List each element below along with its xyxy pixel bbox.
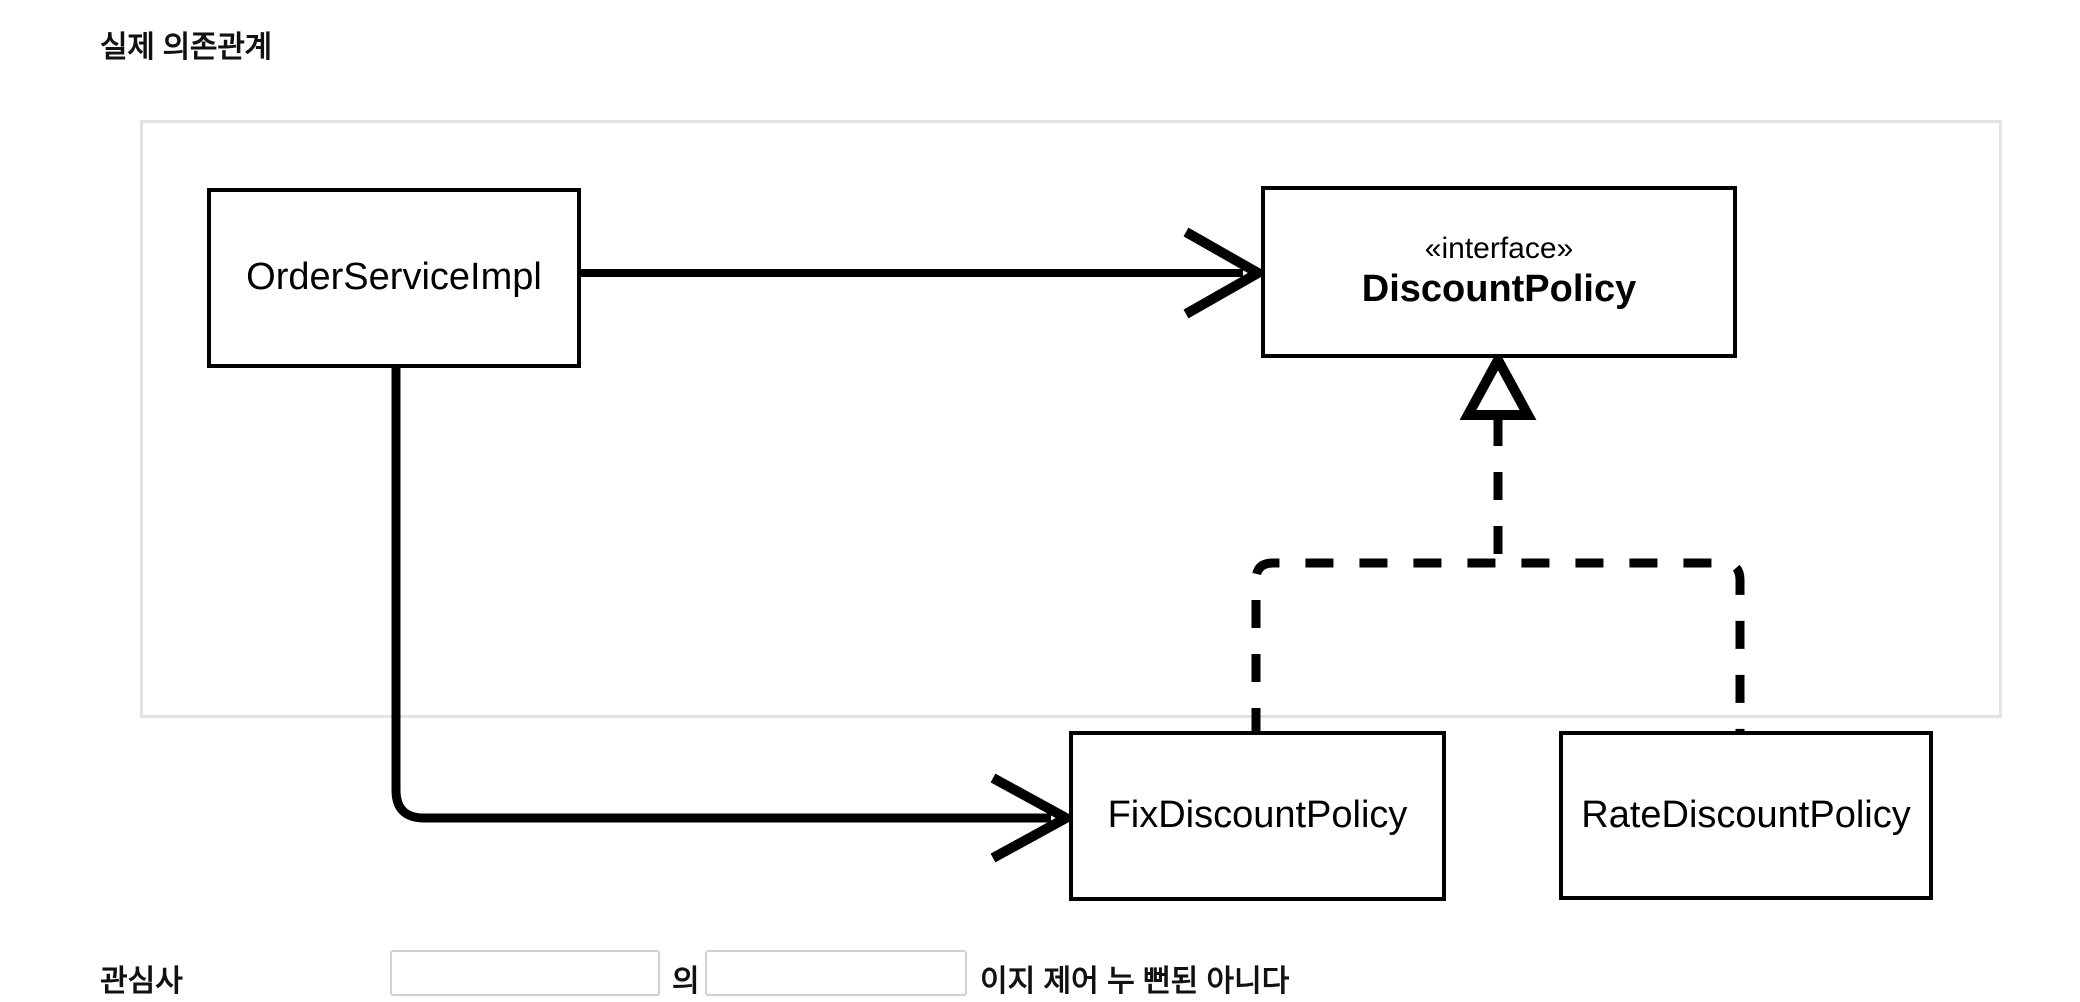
- bottom-inline-field-1[interactable]: [390, 950, 660, 996]
- uml-node-label: RateDiscountPolicy: [1581, 793, 1911, 836]
- uml-node-fix-discount-policy[interactable]: FixDiscountPolicy: [1069, 731, 1446, 901]
- bottom-inline-field-2[interactable]: [705, 950, 967, 996]
- uml-node-label: FixDiscountPolicy: [1107, 794, 1408, 837]
- uml-node-order-service-impl[interactable]: OrderServiceImpl: [207, 188, 581, 368]
- uml-node-label: OrderServiceImpl: [246, 256, 542, 299]
- bottom-text-before: 관심사: [100, 965, 183, 998]
- page-title: 실제 의존관계: [100, 31, 272, 64]
- uml-node-rate-discount-policy[interactable]: RateDiscountPolicy: [1559, 731, 1933, 900]
- bottom-text-middle: 의: [672, 965, 700, 998]
- bottom-text-after: 이지 제어 누 뻔된 아니다: [980, 965, 1290, 998]
- uml-node-discount-policy[interactable]: «interface» DiscountPolicy: [1261, 186, 1737, 358]
- bottom-text-strip: 관심사 의 이지 제어 누 뻔된 아니다: [100, 950, 1400, 1002]
- uml-node-label: DiscountPolicy: [1361, 268, 1637, 311]
- uml-stereotype-label: «interface»: [1424, 232, 1574, 266]
